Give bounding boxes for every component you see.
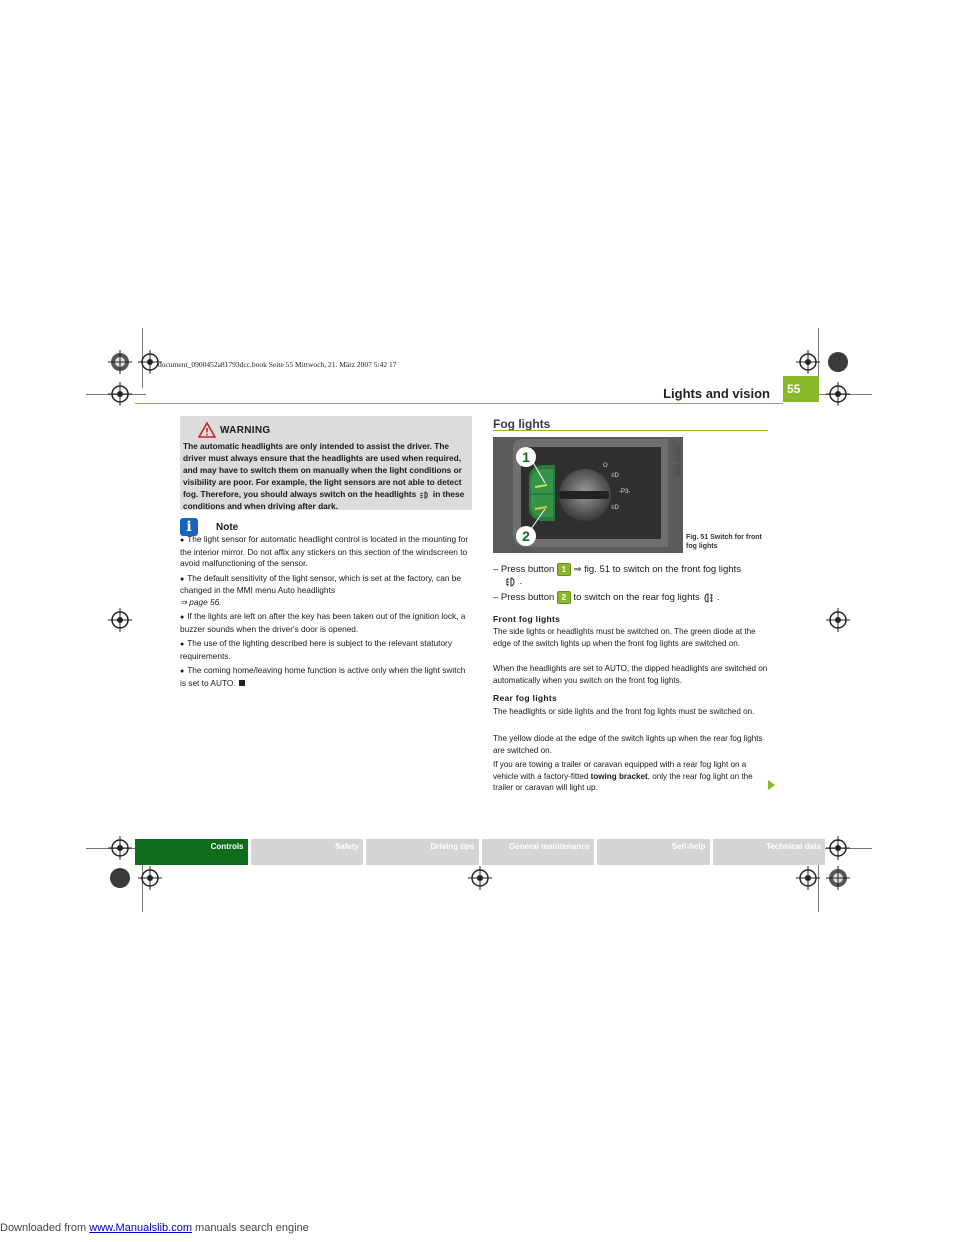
registration-mark-icon (826, 382, 850, 406)
end-of-section-icon (238, 679, 245, 686)
tab-technical-data[interactable]: Technical data (712, 839, 825, 865)
registration-disc-icon (828, 352, 848, 372)
warning-box (180, 416, 472, 510)
subheading-rear-fog: Rear fog lights (493, 693, 558, 703)
registration-mark-icon (138, 350, 162, 374)
registration-mark-icon (468, 866, 492, 890)
svg-text:-P3-: -P3- (619, 489, 630, 495)
svg-text:O: O (603, 463, 608, 469)
note-list: ●The light sensor for automatic headligh… (180, 534, 472, 692)
front-fog-light-icon (493, 576, 520, 587)
light-switch-figure: O ≡D -P3- ≡D 1 2 (493, 437, 683, 553)
button-marker-2: 2 (556, 591, 571, 604)
warning-triangle-icon (197, 421, 217, 443)
svg-text:≡D: ≡D (611, 505, 620, 511)
warning-text: The automatic headlights are only intend… (183, 441, 465, 511)
tab-self-help[interactable]: Self-help (597, 839, 710, 865)
tab-safety[interactable]: Safety (250, 839, 363, 865)
figure-caption: Fig. 51 Switch for front fog lights (686, 534, 762, 550)
registration-mark-icon (826, 836, 850, 860)
warning-title: WARNING (220, 425, 271, 436)
info-note-icon: i (180, 518, 198, 536)
registration-mark-icon (796, 866, 820, 890)
paragraph: The side lights or headlights must be sw… (493, 627, 756, 648)
tab-general-maintenance[interactable]: General maintenance (481, 839, 594, 865)
crop-line (818, 848, 819, 912)
note-item: ●The default sensitivity of the light se… (180, 572, 462, 608)
section-rule (493, 430, 768, 431)
figure-callout-2: 2 (522, 528, 530, 544)
registration-mark-icon (108, 836, 132, 860)
chapter-tabs: Controls Safety Driving tips General mai… (135, 839, 825, 865)
figure-reference-link[interactable]: ⇒ fig. 51 to switch on the front fog lig… (573, 564, 741, 576)
paragraph: The headlights or side lights and the fr… (493, 707, 755, 716)
tab-controls[interactable]: Controls (135, 839, 248, 865)
page-number: 55 (783, 376, 819, 402)
note-item: ●If the lights are left on after the key… (180, 611, 466, 634)
svg-text:≡D: ≡D (611, 473, 620, 479)
header-rule (135, 403, 783, 404)
running-header-title: Lights and vision (663, 386, 770, 401)
registration-mark-icon (796, 350, 820, 374)
manualslib-link[interactable]: www.Manualslib.com (89, 1222, 192, 1234)
print-imprint: document_0900452a81793dcc.book Seite 55 … (158, 360, 397, 369)
registration-mark-icon (138, 866, 162, 890)
registration-mark-icon (826, 608, 850, 632)
rear-fog-light-icon (702, 592, 717, 603)
registration-mark-icon (108, 350, 132, 374)
note-title: Note (216, 522, 239, 533)
headlight-icon (419, 489, 433, 499)
page-reference-link[interactable]: ⇒ page 56. (180, 597, 222, 608)
subheading-front-fog: Front fog lights (493, 614, 561, 624)
instruction-step: – Press button 2 to switch on the rear f… (493, 591, 720, 604)
paragraph: The yellow diode at the edge of the swit… (493, 734, 763, 755)
figure-callout-1: 1 (522, 449, 530, 465)
registration-disc-icon (110, 868, 130, 888)
registration-mark-icon (108, 382, 132, 406)
figure-code: B8K-0326 (675, 447, 682, 476)
continue-arrow-icon (768, 780, 775, 790)
registration-mark-icon (826, 866, 850, 890)
crop-line (818, 328, 819, 388)
paragraph: If you are towing a trailer or caravan e… (493, 760, 753, 793)
note-item: ●The use of the lighting described here … (180, 638, 452, 661)
section-title: Fog lights (493, 417, 551, 431)
tab-driving-tips[interactable]: Driving tips (366, 839, 479, 865)
note-item: ●The coming home/leaving home function i… (180, 665, 466, 688)
registration-mark-icon (108, 608, 132, 632)
instruction-step: – Press button 1 ⇒ fig. 51 to switch on … (493, 563, 741, 588)
button-marker-1: 1 (556, 563, 571, 576)
download-banner: Downloaded from www.Manualslib.com manua… (0, 1222, 309, 1234)
paragraph: When the headlights are set to AUTO, the… (493, 664, 768, 685)
note-item: ●The light sensor for automatic headligh… (180, 534, 469, 569)
